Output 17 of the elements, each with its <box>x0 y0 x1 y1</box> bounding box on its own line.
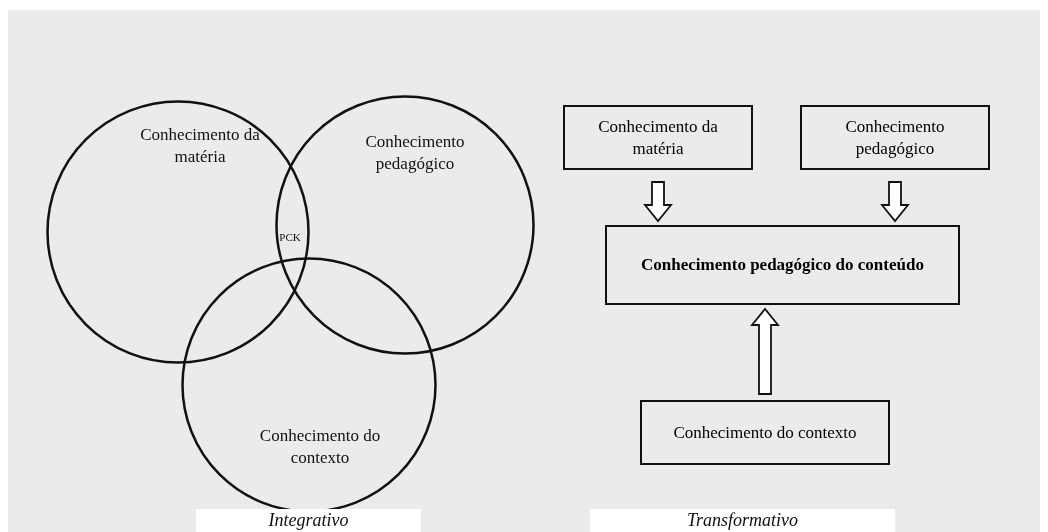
box-label: Conhecimento do contexto <box>672 421 858 444</box>
circle-label: Conhecimento do contexto <box>258 425 382 469</box>
circle-label: Conhecimento pedagógico <box>364 131 466 175</box>
circle-label: Conhecimento da matéria <box>139 124 261 168</box>
box-label: Conhecimento pedagógico do conteúdo <box>640 254 925 276</box>
concept-box <box>605 225 960 305</box>
box-label: Conhecimento da matéria <box>597 115 719 160</box>
concept-box <box>640 400 890 465</box>
concept-box <box>800 105 990 170</box>
block-arrow <box>750 307 780 395</box>
block-arrow <box>643 181 673 223</box>
box-label: Conhecimento pedagógico <box>844 115 946 160</box>
concept-box <box>563 105 753 170</box>
panel-caption: Integrativo <box>196 509 421 532</box>
intersection-label: PCK <box>278 230 302 244</box>
panel-caption: Transformativo <box>590 509 895 532</box>
block-arrow <box>880 181 910 223</box>
